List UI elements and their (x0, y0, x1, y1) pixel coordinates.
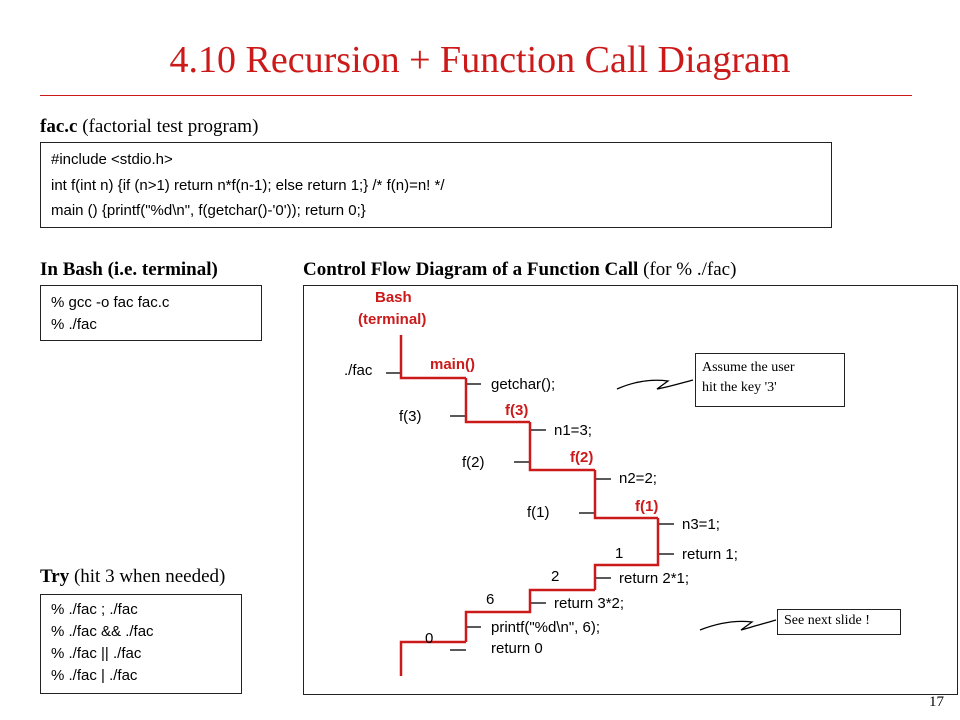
try-box: % ./fac ; ./fac % ./fac && ./fac % ./fac… (40, 594, 242, 694)
program-caption: fac.c (factorial test program) (40, 116, 258, 138)
try-line-2: % ./fac && ./fac (51, 623, 154, 640)
note1-line-2: hit the key '3' (702, 380, 777, 395)
n2-label: n2=2; (619, 470, 657, 487)
bash-return-active (399, 640, 466, 676)
ret1-label: return 1; (682, 546, 738, 563)
main-active-1 (464, 378, 530, 424)
note2-connector (699, 619, 777, 631)
f2-active (593, 470, 658, 520)
try-caption: Try (hit 3 when needed) (40, 566, 225, 588)
printf-label: printf("%d\n", 6); (491, 619, 601, 636)
diagram-heading: Control Flow Diagram of a Function Call … (303, 259, 736, 281)
f1-active (593, 518, 660, 590)
ret0-label: return 0 (491, 640, 543, 657)
try-line-3: % ./fac || ./fac (51, 645, 142, 662)
bash-active-line (399, 335, 466, 380)
val0-label: 0 (425, 630, 434, 647)
bash-box: % gcc -o fac fac.c % ./fac (40, 285, 262, 341)
page-number: 17 (929, 694, 944, 710)
try-caption-text: (hit 3 when needed) (73, 566, 226, 587)
note-assume-key: Assume the user hit the key '3' (695, 353, 845, 407)
n3-label: n3=1; (682, 516, 720, 533)
call-f1-label: f(1) (527, 504, 550, 521)
val1-label: 1 (615, 545, 624, 562)
f3-active (528, 422, 595, 472)
n1-label: n1=3; (554, 422, 592, 439)
call-f2-label: f(2) (462, 454, 485, 471)
note-see-next: See next slide ! (777, 609, 901, 635)
program-caption-text: (factorial test program) (82, 116, 259, 137)
bash-line-1: % gcc -o fac fac.c (51, 294, 170, 311)
ret2-label: return 2*1; (619, 570, 690, 587)
code-box: #include <stdio.h> int f(int n) {if (n>1… (40, 142, 832, 228)
f1-label: f(1) (635, 498, 659, 515)
bash-label-1: Bash (375, 289, 412, 306)
f2-label: f(2) (570, 449, 594, 466)
slide-title: 4.10 Recursion + Function Call Diagram (169, 39, 791, 81)
try-line-1: % ./fac ; ./fac (51, 601, 138, 618)
try-line-4: % ./fac | ./fac (51, 667, 138, 684)
diagram-heading-text: Control Flow Diagram of a Function Call (303, 259, 639, 280)
code-line-2: int f(int n) {if (n>1) return n*f(n-1); … (51, 177, 445, 194)
call-f3-label: f(3) (399, 408, 422, 425)
bash-heading: In Bash (i.e. terminal) (40, 259, 218, 280)
code-line-1: #include <stdio.h> (51, 151, 173, 168)
val2-label: 2 (551, 568, 560, 585)
val6-label: 6 (486, 591, 495, 608)
bash-line-2: % ./fac (51, 316, 97, 333)
diagram-caption: (for % ./fac) (643, 259, 737, 280)
bash-label-2: (terminal) (358, 311, 427, 328)
try-heading: Try (40, 566, 70, 587)
code-line-3: main () {printf("%d\n", f(getchar()-'0')… (51, 202, 366, 219)
ret3-label: return 3*2; (554, 595, 625, 612)
call-fac-label: ./fac (344, 362, 373, 379)
note1-line-1: Assume the user (702, 360, 795, 375)
f3-label: f(3) (505, 402, 529, 419)
title-divider (40, 95, 912, 96)
program-filename: fac.c (40, 116, 78, 137)
main-label: main() (430, 356, 475, 373)
getchar-label: getchar(); (491, 376, 556, 393)
return-active (464, 588, 595, 642)
note1-connector (616, 379, 694, 390)
